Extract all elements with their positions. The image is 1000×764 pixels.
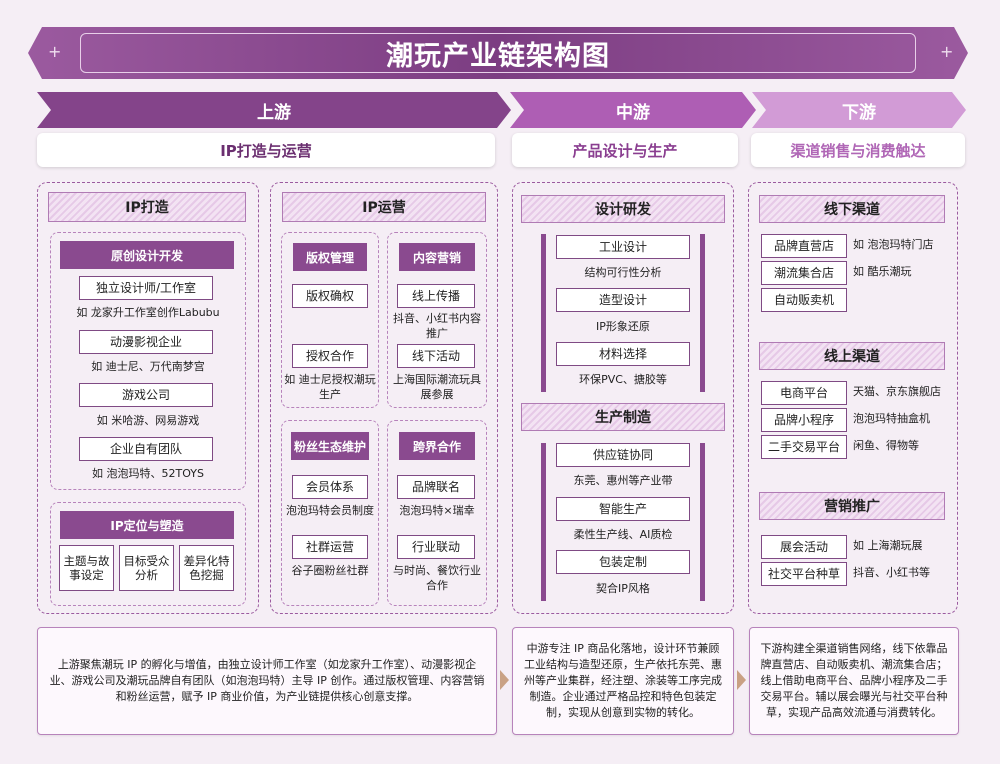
license-coop-box: 授权合作: [292, 344, 368, 368]
online-spread-note: 抖音、小红书内容推广: [393, 312, 481, 340]
arrow-right-icon: [737, 670, 746, 690]
content-marketing-panel: [387, 232, 487, 408]
shape-design-note: IP形象还原: [596, 320, 650, 333]
mini-program-note: 泡泡玛特抽盒机: [853, 412, 930, 425]
social-seeding-note: 抖音、小红书等: [853, 566, 930, 579]
downstream-panel: [748, 182, 958, 614]
fan-ecosystem-panel: [281, 420, 379, 606]
game-company-note: 如 米哈游、网易游戏: [96, 414, 200, 427]
smart-production-note: 柔性生产线、AI质检: [573, 528, 673, 541]
original-design-header: 原创设计开发: [60, 241, 234, 269]
stage-downstream: 下游: [752, 92, 966, 128]
online-spread-box: 线上传播: [397, 284, 475, 308]
industry-link-note: 与时尚、餐饮行业合作: [393, 564, 481, 592]
exhibition-note: 如 上海潮玩展: [853, 539, 923, 552]
crossover-panel: [387, 420, 487, 606]
brand-collab-box: 品牌联名: [397, 475, 475, 499]
stage-upstream: 上游: [37, 92, 511, 128]
independent-designer-note: 如 龙家升工作室创作Labubu: [76, 306, 220, 319]
supply-chain-note: 东莞、惠州等产业带: [573, 474, 673, 487]
arrow-right-icon: [500, 670, 509, 690]
shape-design-box: 造型设计: [556, 288, 690, 312]
production-header: 生产制造: [521, 403, 725, 431]
original-design-panel: [50, 232, 246, 490]
audience-analysis-box: 目标受众分析: [119, 545, 174, 591]
social-seeding-box: 社交平台种草: [761, 562, 847, 586]
content-marketing-header: 内容营销: [399, 243, 475, 271]
ip-ops-header: IP运营: [282, 192, 486, 222]
community-ops-box: 社群运营: [292, 535, 368, 559]
smart-production-box: 智能生产: [556, 497, 690, 521]
copyright-header: 版权管理: [293, 243, 367, 271]
packaging-box: 包装定制: [556, 550, 690, 574]
game-company-box: 游戏公司: [79, 383, 213, 407]
differentiation-box: 差异化特色挖掘: [179, 545, 234, 591]
ip-create-panel: [37, 182, 259, 614]
industrial-design-box: 工业设计: [556, 235, 690, 259]
material-select-note: 环保PVC、搪胶等: [579, 373, 667, 386]
production-side-bar: [541, 443, 546, 601]
design-side-bar: [541, 234, 546, 392]
design-rd-header: 设计研发: [521, 195, 725, 223]
midstream-summary: 中游专注 IP 商品化落地，设计环节兼顾工业结构与造型还原，生产依托东莞、惠州等…: [512, 627, 734, 735]
theme-story-box: 主题与故事设定: [59, 545, 114, 591]
page-title: 潮玩产业链架构图: [80, 33, 916, 73]
ecommerce-note: 天猫、京东旗舰店: [853, 385, 941, 398]
offline-event-note: 上海国际潮流玩具展参展: [393, 373, 481, 401]
second-hand-box: 二手交易平台: [761, 435, 847, 459]
offline-channel-header: 线下渠道: [759, 195, 945, 223]
copyright-confirm-box: 版权确权: [292, 284, 368, 308]
stage-downstream-subtitle: 渠道销售与消费触达: [751, 133, 965, 167]
marketing-header: 营销推广: [759, 492, 945, 520]
trend-store-box: 潮流集合店: [761, 261, 847, 285]
industrial-design-note: 结构可行性分析: [584, 266, 662, 279]
design-side-bar: [700, 234, 705, 392]
inhouse-team-note: 如 泡泡玛特、52TOYS: [92, 467, 204, 480]
ip-position-panel: [50, 502, 246, 606]
exhibition-box: 展会活动: [761, 535, 847, 559]
material-select-box: 材料选择: [556, 342, 690, 366]
direct-store-note: 如 泡泡玛特门店: [853, 238, 934, 251]
upstream-summary: 上游聚焦潮玩 IP 的孵化与增值，由独立设计师工作室（如龙家升工作室）、动漫影视…: [37, 627, 497, 735]
ip-position-header: IP定位与塑造: [60, 511, 234, 539]
independent-designer-box: 独立设计师/工作室: [79, 276, 213, 300]
direct-store-box: 品牌直营店: [761, 234, 847, 258]
community-ops-note: 谷子圈粉丝社群: [291, 564, 369, 577]
stage-midstream-subtitle: 产品设计与生产: [512, 133, 738, 167]
inhouse-team-box: 企业自有团队: [79, 437, 213, 461]
stage-midstream: 中游: [510, 92, 756, 128]
stage-upstream-subtitle: IP打造与运营: [37, 133, 495, 167]
license-coop-note: 如 迪士尼授权潮玩生产: [284, 373, 376, 401]
membership-box: 会员体系: [292, 475, 368, 499]
copyright-panel: [281, 232, 379, 408]
crossover-header: 跨界合作: [399, 432, 475, 460]
offline-event-box: 线下活动: [397, 344, 475, 368]
fan-ecosystem-header: 粉丝生态维护: [291, 432, 369, 460]
ip-create-header: IP打造: [48, 192, 246, 222]
supply-chain-box: 供应链协同: [556, 443, 690, 467]
ecommerce-box: 电商平台: [761, 381, 847, 405]
brand-collab-note: 泡泡玛特×瑞幸: [399, 504, 475, 517]
anime-film-box: 动漫影视企业: [79, 330, 213, 354]
title-band: [28, 27, 968, 79]
packaging-note: 契合IP风格: [596, 582, 650, 595]
midstream-panel: [512, 182, 734, 614]
trend-store-note: 如 酷乐潮玩: [853, 265, 912, 278]
online-channel-header: 线上渠道: [759, 342, 945, 370]
membership-note: 泡泡玛特会员制度: [286, 504, 374, 517]
plus-icon: +: [48, 42, 62, 61]
production-side-bar: [700, 443, 705, 601]
plus-icon: +: [940, 42, 954, 61]
ip-ops-panel: [270, 182, 498, 614]
anime-film-note: 如 迪士尼、万代南梦宫: [91, 360, 205, 373]
mini-program-box: 品牌小程序: [761, 408, 847, 432]
industry-link-box: 行业联动: [397, 535, 475, 559]
downstream-summary: 下游构建全渠道销售网络，线下依靠品牌直营店、自动贩卖机、潮流集合店；线上借助电商…: [749, 627, 959, 735]
second-hand-note: 闲鱼、得物等: [853, 439, 919, 452]
vending-machine-box: 自动贩卖机: [761, 288, 847, 312]
